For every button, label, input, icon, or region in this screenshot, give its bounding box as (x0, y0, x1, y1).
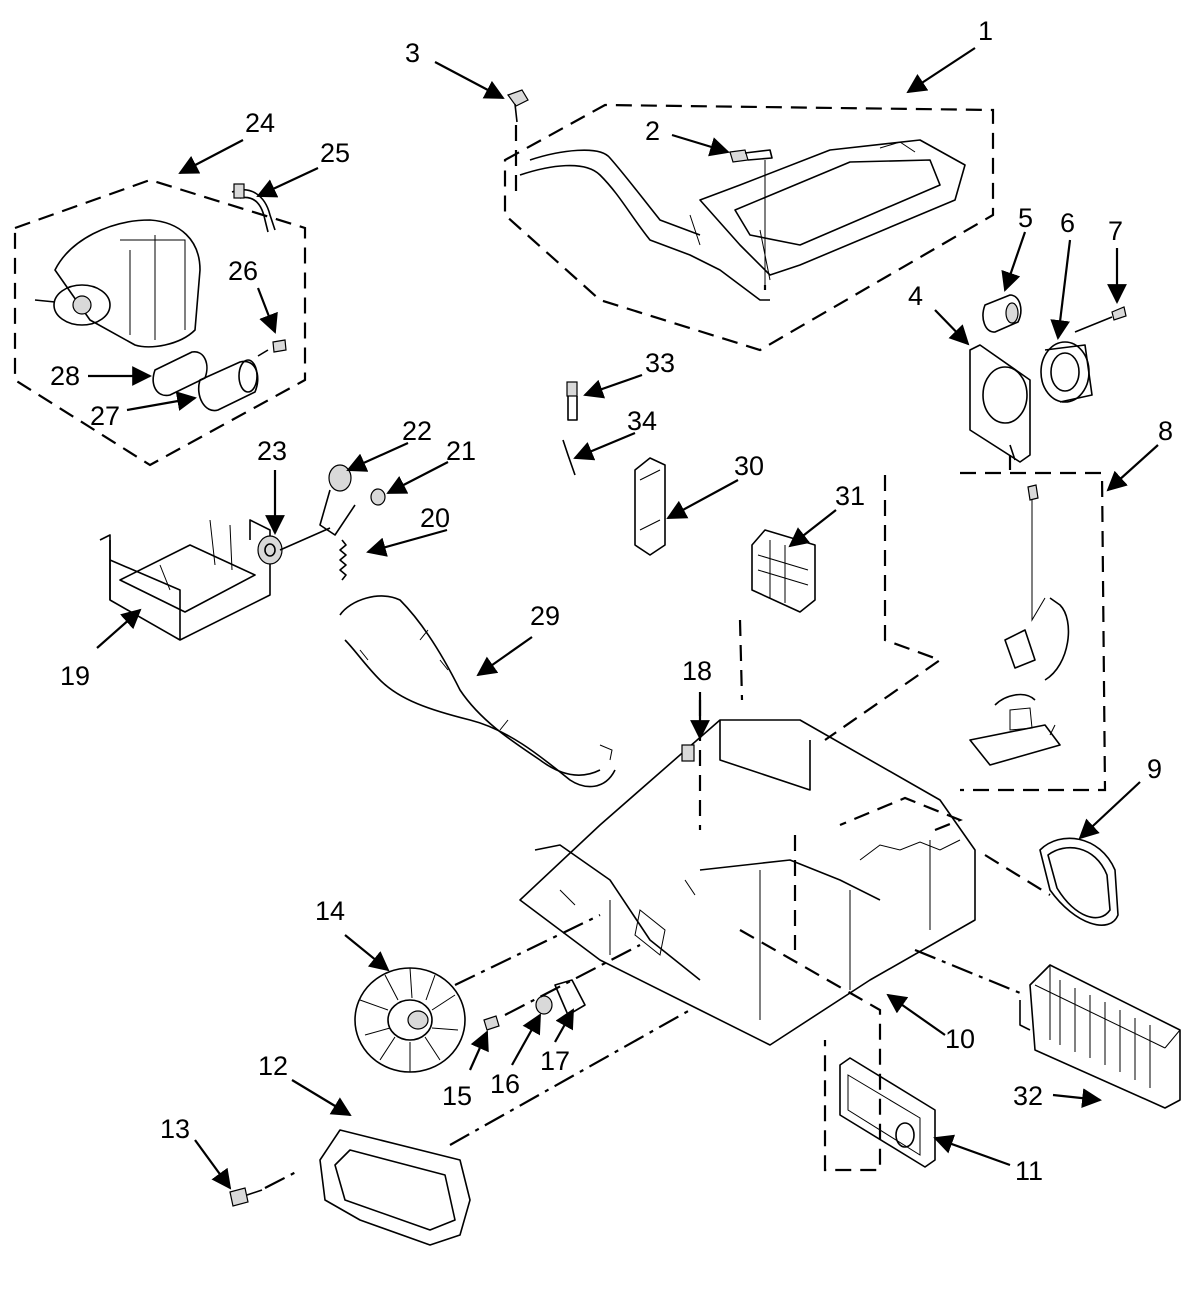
callout-1: 1 (978, 16, 993, 46)
callout-22: 22 (402, 416, 432, 446)
callout-leaders (88, 47, 1159, 1190)
callout-3: 3 (405, 38, 420, 68)
callout-6: 6 (1060, 208, 1075, 238)
part-32-coil (1019, 964, 1181, 1109)
part-23-idler-pulley (257, 527, 331, 565)
part-29-wire-harness (339, 595, 616, 788)
part-24-motor-assembly (13, 178, 307, 467)
part-12-front-duct (319, 1129, 471, 1246)
callout-18: 18 (682, 656, 712, 686)
part-19-motor-mount-bracket (99, 519, 271, 641)
part-10-base-assembly (519, 719, 976, 1046)
callout-30: 30 (734, 451, 764, 481)
part-18-thermistor (681, 744, 695, 762)
part-3-screw (507, 89, 529, 200)
callout-23: 23 (257, 436, 287, 466)
callout-29: 29 (530, 601, 560, 631)
callout-12: 12 (258, 1051, 288, 1081)
part-11-access-panel (839, 1057, 936, 1168)
callout-13: 13 (160, 1114, 190, 1144)
callout-27: 27 (90, 401, 120, 431)
part-5-capacitor (982, 294, 1022, 333)
callout-15: 15 (442, 1081, 472, 1111)
callout-8: 8 (1158, 416, 1173, 446)
part-2-sensor (729, 149, 773, 290)
part-26-screw (257, 339, 287, 357)
assembly-connection-lines (264, 285, 1051, 1189)
callout-32: 32 (1013, 1081, 1043, 1111)
callout-11: 11 (1015, 1156, 1043, 1186)
part-16-washer (535, 995, 553, 1015)
callout-5: 5 (1018, 203, 1033, 233)
callout-17: 17 (540, 1046, 570, 1076)
callout-21: 21 (446, 436, 476, 466)
callout-10: 10 (945, 1024, 975, 1054)
callout-25: 25 (320, 138, 350, 168)
callout-31: 31 (835, 481, 865, 511)
callout-9: 9 (1147, 754, 1162, 784)
callout-14: 14 (315, 896, 345, 926)
part-13-screw (229, 1187, 263, 1207)
part-6-fan-ring (1040, 341, 1093, 403)
part-15-screw (483, 1015, 500, 1031)
part-8-heater-assembly (960, 471, 1107, 792)
callout-26: 26 (228, 256, 258, 286)
part-31-lint-filter (751, 529, 816, 613)
part-27-capacitor (198, 359, 259, 412)
part-28-capacitor (152, 351, 208, 397)
callout-labels: 1 2 3 4 5 6 7 8 9 10 11 12 13 14 15 16 1… (50, 16, 1173, 1186)
callout-33: 33 (645, 348, 675, 378)
callout-2: 2 (645, 116, 660, 146)
part-21-washer (370, 488, 386, 506)
callout-28: 28 (50, 361, 80, 391)
part-30-bracket (634, 457, 666, 556)
callout-24: 24 (245, 108, 275, 138)
callout-16: 16 (490, 1069, 520, 1099)
part-22-idler-pulley (319, 464, 356, 536)
part-4-housing (969, 344, 1031, 463)
part-9-gasket (1039, 837, 1119, 926)
part-14-blower-wheel (354, 967, 466, 1073)
callout-7: 7 (1108, 216, 1123, 246)
callout-19: 19 (60, 661, 90, 691)
callout-20: 20 (420, 503, 450, 533)
part-17-gasket (554, 979, 586, 1016)
callout-34: 34 (627, 406, 657, 436)
part-34-wire (562, 439, 576, 476)
part-1-upper-duct-assembly (503, 103, 995, 352)
part-7-screw (1074, 306, 1127, 333)
part-33-sensor (566, 381, 578, 421)
part-20-spring (339, 539, 347, 581)
callout-4: 4 (908, 281, 923, 311)
